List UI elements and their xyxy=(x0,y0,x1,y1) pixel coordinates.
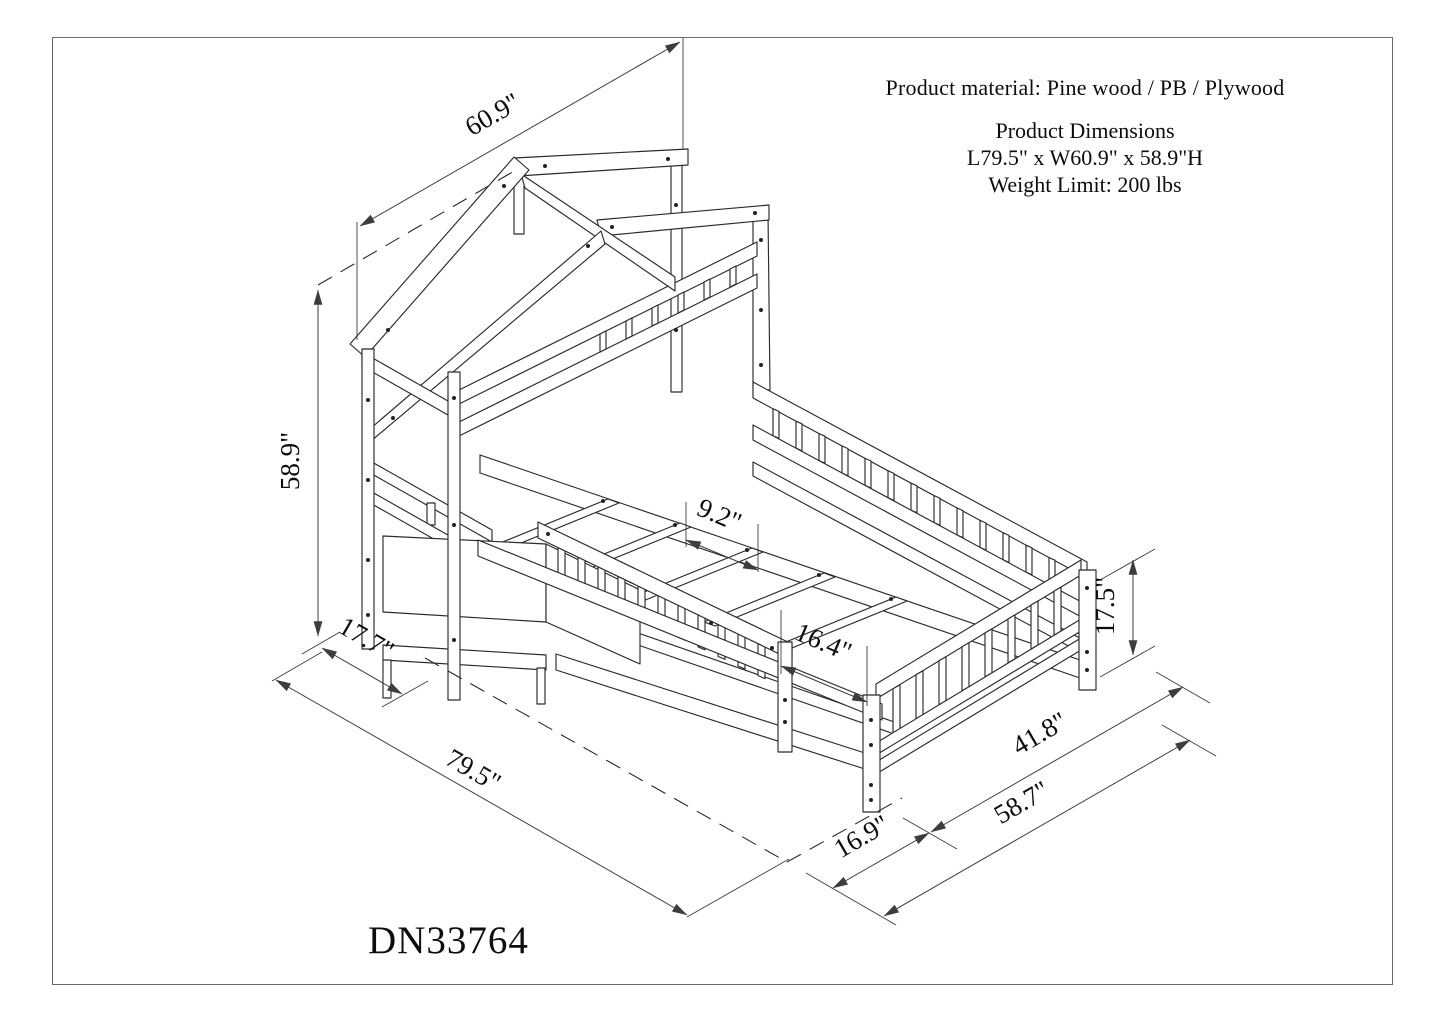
front-guardrail-end-post xyxy=(777,641,793,753)
footprint-dashed-width xyxy=(786,797,903,863)
wall-rail-lower xyxy=(454,273,758,439)
front-second-post xyxy=(447,371,461,701)
model-number: DN33764 xyxy=(368,919,529,962)
product-info-block: Product material: Pine wood / PB / Plywo… xyxy=(845,74,1325,198)
collar-beam xyxy=(596,204,770,237)
product-weight-limit: Weight Limit: 200 lbs xyxy=(988,172,1182,197)
dim-label-bed-length: 58.7" xyxy=(989,775,1054,830)
frame-side-rail xyxy=(555,653,869,771)
front-left-post xyxy=(361,348,375,650)
cabinet-leg-right xyxy=(536,667,546,705)
footboard-front-post xyxy=(862,694,881,813)
footboard-bottom-rail xyxy=(875,637,1082,775)
footprint-dashed-length xyxy=(424,657,788,863)
back-guardrail-top-rail xyxy=(752,381,1088,579)
cabinet-side-panel xyxy=(545,543,641,665)
cabinet-bottom-rail xyxy=(382,644,547,671)
cabinet-front-panel xyxy=(382,535,547,623)
product-dimensions-value: L79.5" x W60.9" x 58.9"H xyxy=(966,145,1204,170)
dim-label-foot-section: 16.9" xyxy=(829,809,894,864)
house-back-wall xyxy=(454,161,771,439)
right-rafter xyxy=(520,173,676,292)
dim-label-guardrail-length: 41.8" xyxy=(1007,706,1072,761)
ridge-beam xyxy=(513,148,689,177)
dimension-annotations: 60.9" 58.9" 17.7" 79.5" 9.2" 16.4" 16.9 xyxy=(271,38,1217,926)
dim-label-roof-width: 60.9" xyxy=(460,87,525,142)
shelf-support xyxy=(426,502,436,526)
product-dimensions-title: Product Dimensions xyxy=(995,118,1175,143)
sheet-border xyxy=(52,37,1393,985)
dim-label-overall-length: 79.5" xyxy=(441,743,506,798)
product-material-line: Product material: Pine wood / PB / Plywo… xyxy=(885,75,1285,100)
dim-label-overall-height: 58.9" xyxy=(275,432,305,490)
dim-label-footboard-height: 17.5" xyxy=(1090,577,1120,635)
wall-spindles xyxy=(599,265,737,353)
